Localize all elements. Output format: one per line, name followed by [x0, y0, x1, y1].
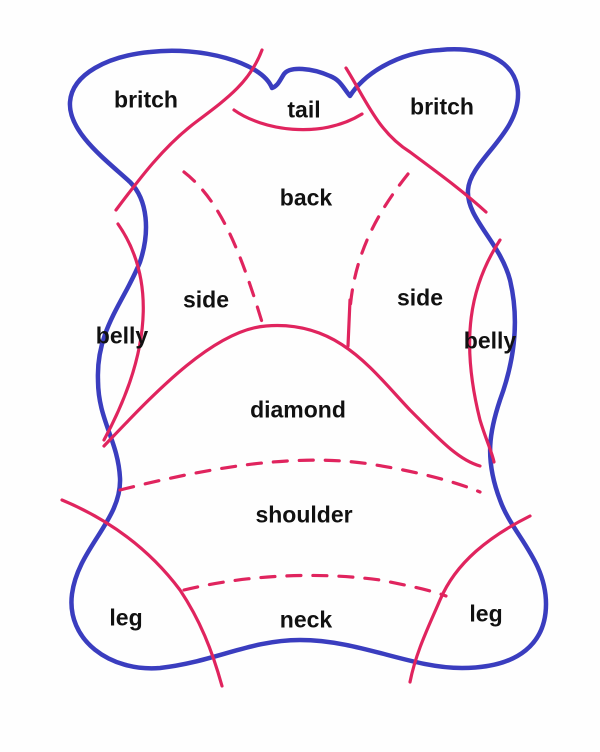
label-back: back — [279, 184, 333, 211]
neck-dash-top — [182, 573, 448, 598]
label-leg-right: leg — [469, 600, 503, 627]
back-dash-right — [348, 172, 410, 312]
belly-cut-right — [467, 238, 502, 464]
label-belly-right: belly — [463, 327, 517, 354]
label-leg-left: leg — [109, 604, 143, 631]
side-back-cut-right — [346, 298, 352, 348]
label-side-right: side — [396, 284, 444, 311]
label-neck: neck — [279, 606, 333, 633]
hide-outline — [67, 47, 549, 671]
belly-cut-left — [102, 222, 145, 442]
leg-cut-left — [60, 498, 224, 688]
label-tail: tail — [287, 96, 321, 123]
label-britch-left: britch — [114, 86, 178, 113]
label-belly-left: belly — [95, 322, 149, 349]
tail-cut-right — [344, 66, 488, 214]
tail-cut-left — [114, 48, 264, 212]
leg-cut-right — [408, 514, 532, 684]
label-diamond: diamond — [250, 396, 346, 423]
label-britch-right: britch — [410, 93, 474, 120]
tail-bottom-cut — [232, 108, 364, 132]
shoulder-dash-top — [118, 458, 482, 494]
diamond-top-cut — [102, 323, 482, 468]
label-shoulder: shoulder — [255, 501, 353, 528]
label-side-left: side — [182, 286, 230, 313]
